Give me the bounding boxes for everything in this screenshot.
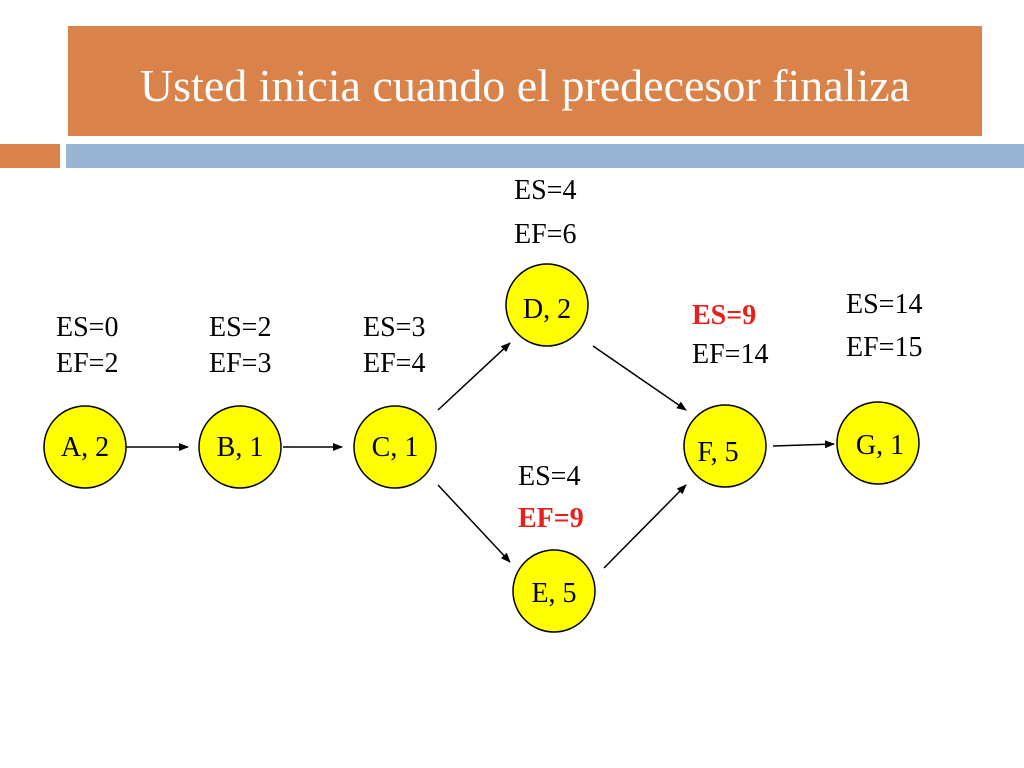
slide-title: Usted inicia cuando el predecesor finali… — [139, 60, 911, 111]
node-a-ef: EF=2 — [56, 348, 118, 379]
node-a: A, 2 — [43, 405, 127, 489]
node-g: G, 1 — [836, 401, 920, 485]
node-e-es: ES=4 — [518, 461, 580, 492]
node-g-ef: EF=15 — [846, 332, 922, 363]
arrow-c-e — [437, 484, 511, 563]
node-c-es: ES=3 — [363, 312, 425, 343]
node-f-ef: EF=14 — [692, 339, 768, 370]
node-d-es: ES=4 — [514, 175, 576, 206]
node-a-es: ES=0 — [56, 312, 118, 343]
node-d-label: D, 2 — [523, 294, 571, 325]
arrow-e-f — [603, 484, 687, 569]
node-e-ef: EF=9 — [518, 503, 584, 534]
node-c-ef: EF=4 — [363, 348, 425, 379]
arrow-f-g — [772, 440, 835, 449]
node-b-label: B, 1 — [217, 432, 264, 463]
node-f: F, 5 — [683, 404, 767, 488]
node-b-es: ES=2 — [209, 312, 271, 343]
arrow-d-f — [592, 345, 687, 411]
accent-bar-orange — [0, 144, 60, 168]
accent-bar-blue — [66, 144, 1024, 168]
node-c: C, 1 — [353, 405, 437, 489]
node-b-ef: EF=3 — [209, 348, 271, 379]
node-e: E, 5 — [512, 549, 596, 633]
node-d-ef: EF=6 — [514, 219, 576, 250]
node-c-label: C, 1 — [372, 432, 419, 463]
arrow-c-d — [437, 342, 511, 411]
node-f-es: ES=9 — [692, 300, 756, 331]
node-b: B, 1 — [198, 405, 282, 489]
title-bar: Usted inicia cuando el predecesor finali… — [68, 26, 982, 136]
node-f-label: F, 5 — [697, 437, 738, 468]
node-g-es: ES=14 — [846, 289, 922, 320]
node-e-label: E, 5 — [531, 578, 576, 609]
node-g-label: G, 1 — [856, 430, 904, 461]
node-d: D, 2 — [505, 263, 589, 347]
node-a-label: A, 2 — [61, 432, 109, 463]
